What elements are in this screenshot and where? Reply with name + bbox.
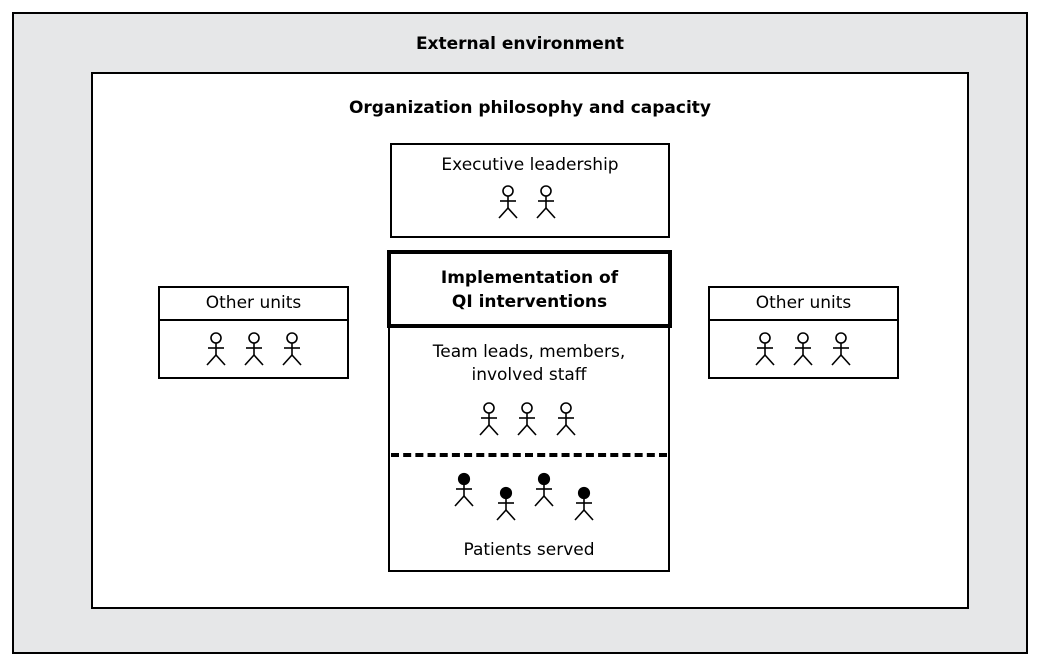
other-units-right-divider: [710, 319, 897, 321]
stick-figure-open-head-icon: [793, 332, 813, 366]
stick-figure-open-head-icon: [206, 332, 226, 366]
stick-figure-open-head-icon: [282, 332, 302, 366]
stick-figure-filled-head-icon: [574, 486, 594, 521]
stick-figure-open-head-icon: [536, 185, 556, 219]
other-units-right-label: Other units: [755, 293, 852, 313]
staff-patients-divider: [391, 453, 667, 457]
qi-label-line1: Implementation of: [440, 268, 619, 288]
stick-figure-open-head-icon: [244, 332, 264, 366]
stick-figure-open-head-icon: [755, 332, 775, 366]
executive-leadership-label: Executive leadership: [441, 155, 619, 175]
patients-served-label: Patients served: [463, 540, 595, 560]
qi-interventions-box: Implementation of QI interventions: [387, 250, 672, 328]
stick-figure-filled-head-icon: [534, 472, 554, 507]
external-environment-label: External environment: [415, 34, 625, 54]
organization-label: Organization philosophy and capacity: [348, 98, 712, 118]
stick-figure-open-head-icon: [556, 402, 576, 436]
stick-figure-open-head-icon: [479, 402, 499, 436]
stick-figure-open-head-icon: [517, 402, 537, 436]
stick-figure-filled-head-icon: [496, 486, 516, 521]
other-units-left-label: Other units: [205, 293, 302, 313]
stick-figure-open-head-icon: [831, 332, 851, 366]
team-label-line2: involved staff: [471, 365, 587, 385]
team-label-line1: Team leads, members,: [432, 342, 626, 362]
stick-figure-filled-head-icon: [454, 472, 474, 507]
other-units-left-divider: [160, 319, 347, 321]
other-units-right-box: Other units: [708, 286, 899, 379]
executive-leadership-box: Executive leadership: [390, 143, 670, 238]
qi-label-line2: QI interventions: [451, 292, 608, 312]
stick-figure-open-head-icon: [498, 185, 518, 219]
